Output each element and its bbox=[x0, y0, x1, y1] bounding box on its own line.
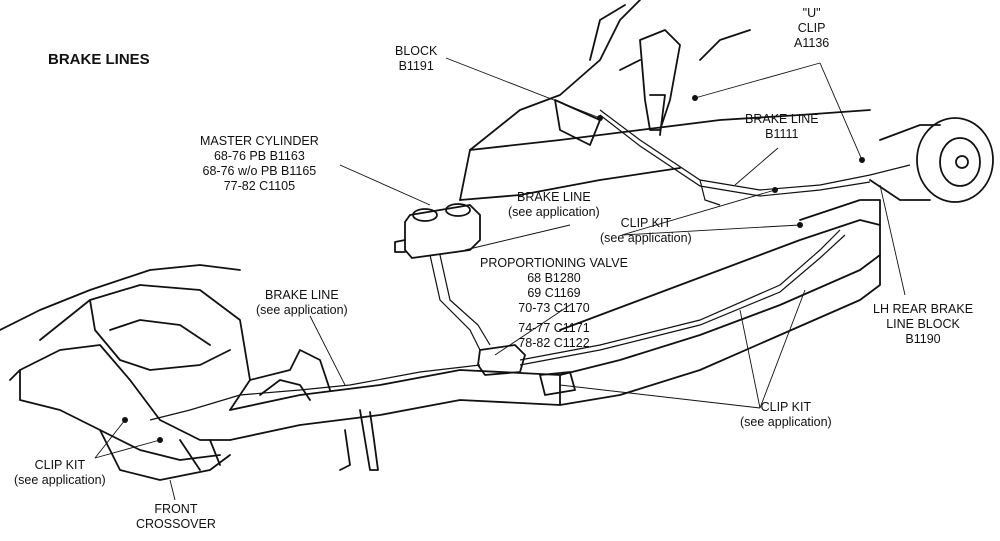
label-clip-kit-top: CLIP KIT(see application) bbox=[600, 216, 692, 245]
clip-dot bbox=[597, 115, 603, 121]
frame-rail-center bbox=[229, 369, 561, 411]
rear-brake-drum bbox=[916, 117, 994, 203]
label-lh-rear-brake-line-block: LH REAR BRAKE LINE BLOCK B1190 bbox=[873, 302, 974, 346]
front-frame bbox=[39, 284, 251, 411]
front-crossover bbox=[99, 429, 231, 481]
page-title: BRAKE LINES bbox=[48, 51, 150, 68]
label-brake-line-application-left: BRAKE LINE(see application) bbox=[256, 288, 348, 317]
frame-rail-right bbox=[559, 219, 881, 376]
label-master-cylinder: MASTER CYLINDER 68-76 PB B1163 68-76 w/o… bbox=[200, 134, 319, 193]
label-proportioning-valve: PROPORTIONING VALVE 68 B1280 69 C1169 70… bbox=[480, 256, 628, 350]
label-clip-kit-left: CLIP KIT(see application) bbox=[14, 458, 106, 487]
rear-strut bbox=[639, 29, 681, 131]
label-brake-line-application-top: BRAKE LINE(see application) bbox=[508, 190, 600, 219]
floor-pan-outline bbox=[459, 0, 641, 201]
label-clip-kit-right: CLIP KIT(see application) bbox=[740, 400, 832, 429]
master-cylinder bbox=[404, 204, 481, 259]
brake-line-main bbox=[429, 254, 481, 351]
